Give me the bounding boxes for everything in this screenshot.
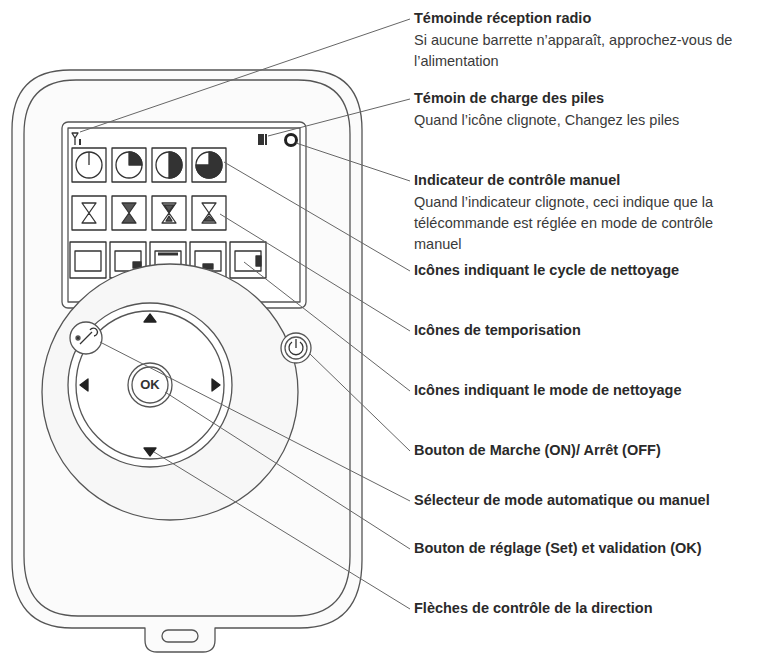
callout-title: Bouton de réglage (Set) et validation (O…: [414, 538, 756, 559]
callout-title: Témoin de charge des piles: [414, 88, 756, 109]
callout-title: Témoinde réception radio: [414, 8, 756, 29]
callout-title: Icônes indiquant le mode de nettoyage: [414, 380, 756, 401]
callout-title: Bouton de Marche (ON)/ Arrêt (OFF): [414, 440, 756, 461]
callout-note: Quand l’icône clignote, Changez les pile…: [414, 110, 756, 131]
callout-title: Flèches de contrôle de la direction: [414, 598, 756, 619]
callout-title: Icônes de temporisation: [414, 320, 756, 341]
callout-title: Sélecteur de mode automatique ou manuel: [414, 490, 756, 511]
callout-note: Si aucune barrette n’apparaît, approchez…: [414, 30, 756, 72]
callout-title: Indicateur de contrôle manuel: [414, 170, 756, 191]
callout-title: Icônes indiquant le cycle de nettoyage: [414, 260, 756, 281]
button-label: OK: [130, 377, 170, 392]
callout-note: Quand l’indicateur clignote, ceci indiqu…: [414, 192, 756, 255]
